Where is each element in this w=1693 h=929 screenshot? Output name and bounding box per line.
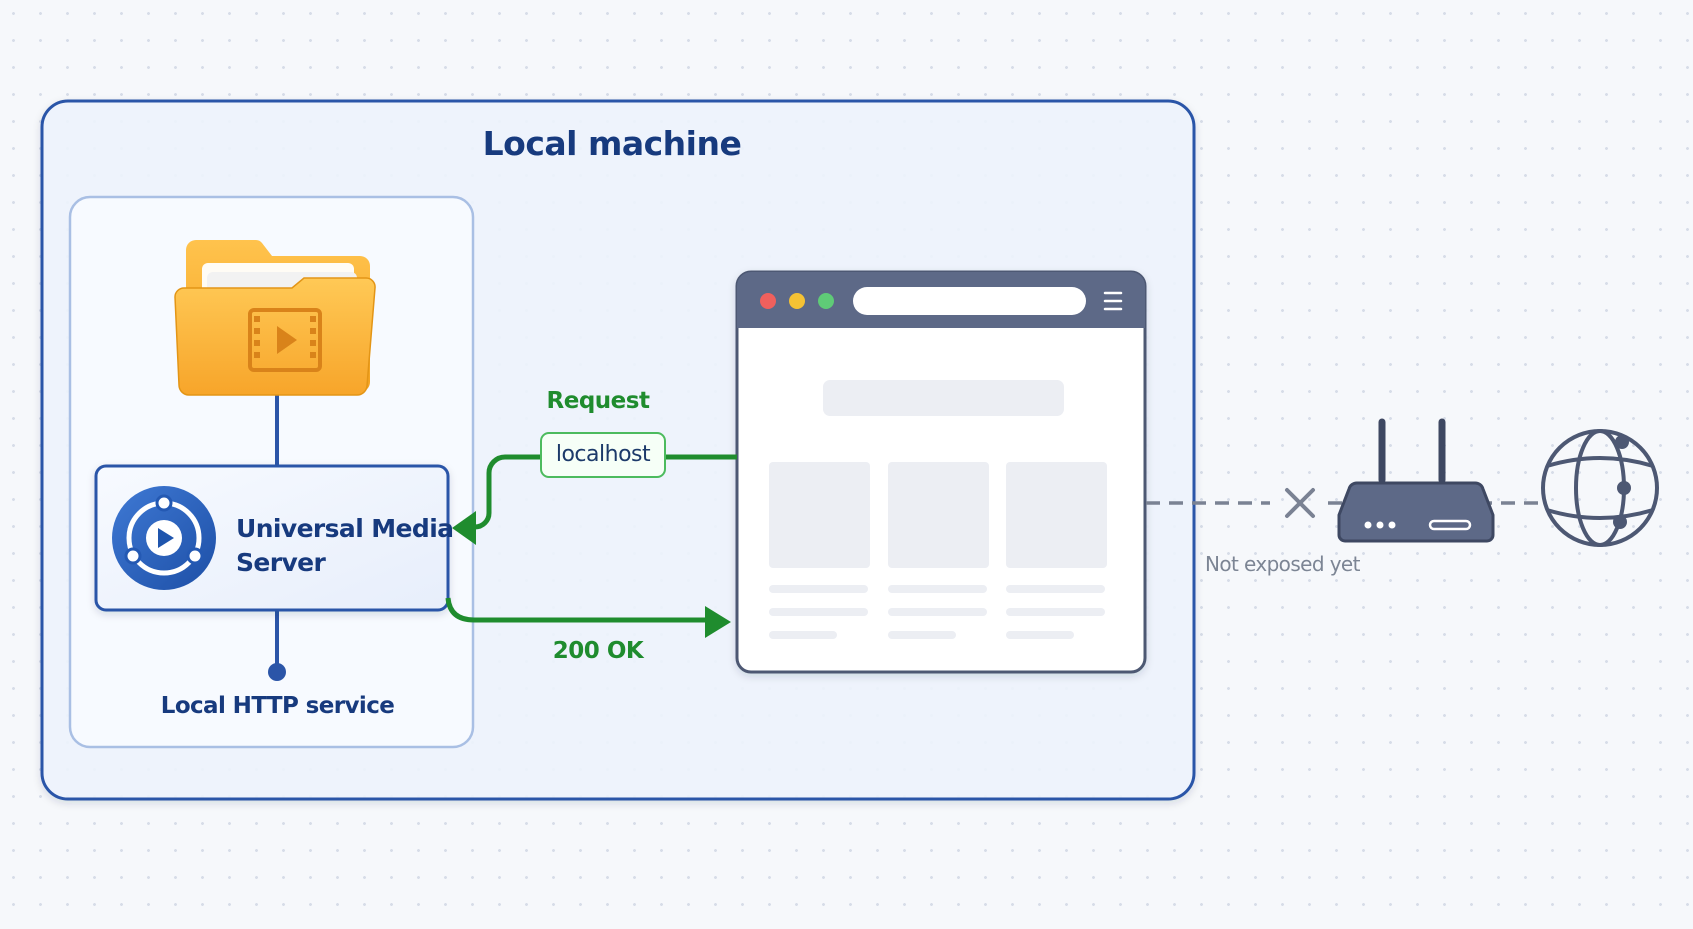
ums-name-line2: Server (236, 548, 326, 577)
address-bar[interactable] (853, 287, 1086, 315)
service-endpoint-dot (268, 663, 286, 681)
globe-icon (1541, 429, 1659, 547)
ums-name-line1: Universal Media (236, 514, 454, 543)
local-http-service-label: Local HTTP service (160, 693, 395, 719)
local-machine-title: Local machine (482, 124, 742, 163)
request-label: Request (546, 388, 650, 414)
browser-menu-icon[interactable] (1103, 291, 1123, 311)
not-exposed-label: Not exposed yet (1205, 552, 1360, 576)
window-close-dot[interactable] (760, 293, 776, 309)
browser-page-skeleton (769, 380, 1107, 639)
window-maximize-dot[interactable] (818, 293, 834, 309)
window-minimize-dot[interactable] (789, 293, 805, 309)
x-mark-icon (1285, 488, 1315, 518)
localhost-pill: localhost (540, 432, 666, 478)
response-arrow (445, 597, 731, 638)
video-folder-icon (174, 240, 376, 396)
ums-name: Universal Media Server (236, 512, 456, 580)
router-icon (1337, 418, 1495, 543)
response-label: 200 OK (552, 638, 644, 664)
media-server-logo-icon (112, 486, 216, 590)
request-arrow (452, 454, 737, 545)
